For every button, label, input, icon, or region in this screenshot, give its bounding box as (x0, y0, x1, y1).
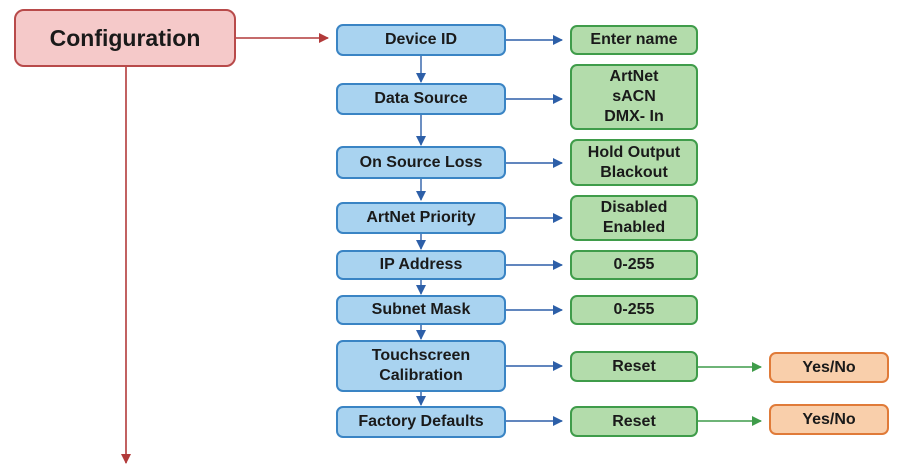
option-value: ArtNet (609, 68, 659, 85)
option-box-on-source-loss: Hold Output Blackout (570, 139, 698, 186)
menu-item-artnet-priority: ArtNet Priority (336, 202, 506, 234)
menu-item-label-line-1: Touchscreen (371, 347, 471, 364)
confirm-box-touchscreen: Yes/No (769, 352, 889, 383)
menu-item-label: On Source Loss (359, 153, 483, 171)
menu-item-label: Factory Defaults (358, 413, 484, 430)
option-value: Enabled (602, 219, 666, 236)
option-value: Blackout (600, 163, 668, 181)
menu-item-ip-address: IP Address (336, 250, 506, 280)
confirm-box-factory: Yes/No (769, 404, 889, 435)
option-value: sACN (612, 88, 656, 105)
menu-item-label: IP Address (379, 256, 463, 273)
menu-item-on-source-loss: On Source Loss (336, 146, 506, 179)
menu-item-subnet-mask: Subnet Mask (336, 295, 506, 325)
option-box-artnet-priority: Disabled Enabled (570, 195, 698, 241)
option-value: Reset (612, 412, 656, 430)
option-value: Disabled (600, 199, 668, 216)
menu-item-factory-defaults: Factory Defaults (336, 406, 506, 438)
configuration-node: Configuration (14, 9, 236, 67)
menu-item-label-line-2: Calibration (379, 367, 463, 384)
option-box-data-source: ArtNet sACN DMX- In (570, 64, 698, 130)
option-box-ip-address: 0-255 (570, 250, 698, 280)
menu-item-label: Device ID (384, 31, 458, 48)
confirm-value: Yes/No (802, 358, 856, 376)
option-value: 0-255 (613, 301, 655, 318)
option-box-touchscreen-reset: Reset (570, 351, 698, 382)
option-box-subnet-mask: 0-255 (570, 295, 698, 325)
option-box-factory-reset: Reset (570, 406, 698, 437)
menu-item-label: Data Source (374, 90, 468, 107)
option-value: Hold Output (587, 143, 681, 161)
option-value: DMX- In (604, 108, 664, 125)
option-value: 0-255 (613, 256, 655, 273)
configuration-label: Configuration (49, 24, 201, 51)
menu-item-device-id: Device ID (336, 24, 506, 56)
menu-item-data-source: Data Source (336, 83, 506, 115)
menu-item-label: ArtNet Priority (366, 209, 476, 226)
menu-item-label: Subnet Mask (371, 301, 471, 318)
confirm-value: Yes/No (802, 410, 856, 428)
option-value: Reset (612, 357, 656, 375)
option-value: Enter name (590, 31, 678, 48)
option-box-device-id: Enter name (570, 25, 698, 55)
menu-item-touchscreen-calibration: Touchscreen Calibration (336, 340, 506, 392)
